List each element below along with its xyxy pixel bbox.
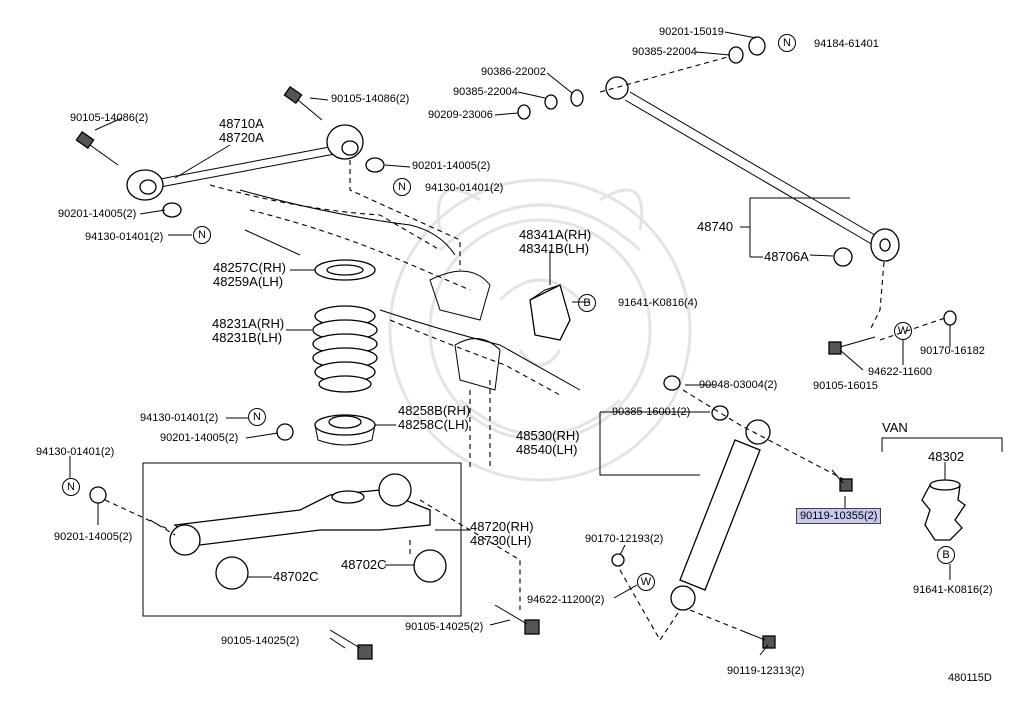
label-90105-14086-a: 90105-14086(2) bbox=[70, 112, 149, 124]
bump-stopper-bracket bbox=[529, 284, 571, 341]
w-symbol-icon: W bbox=[894, 322, 912, 340]
label-48258c: 48258C(LH) bbox=[398, 417, 469, 432]
label-90948-03004: 90948-03004(2) bbox=[699, 379, 778, 391]
label-48231a: 48231A(RH) bbox=[212, 316, 285, 331]
label-48702c-a: 48702C bbox=[273, 569, 319, 584]
label-48259a: 48259A(LH) bbox=[213, 274, 284, 289]
label-94184-61401: 94184-61401 bbox=[814, 38, 879, 50]
n-symbol-icon: N bbox=[778, 34, 796, 52]
n-symbol-icon: N bbox=[393, 178, 411, 196]
label-90201-15019: 90201-15019 bbox=[659, 26, 724, 38]
label-48702c-b: 48702C bbox=[341, 557, 387, 572]
label-48231b: 48231B(LH) bbox=[212, 330, 283, 345]
label-90201-14005-c: 90201-14005(2) bbox=[160, 432, 239, 444]
label-48530: 48530(RH) bbox=[516, 428, 580, 443]
label-90386-22002: 90386-22002 bbox=[481, 66, 546, 78]
label-94130-01401-d: 94130-01401(2) bbox=[36, 446, 115, 458]
label-94130-01401-c: 94130-01401(2) bbox=[140, 412, 219, 424]
lower-bolts bbox=[329, 604, 540, 660]
label-90170-12193: 90170-12193(2) bbox=[585, 533, 664, 545]
label-90105-14025-a: 90105-14025(2) bbox=[221, 635, 300, 647]
label-94130-01401-b: 94130-01401(2) bbox=[85, 231, 164, 243]
label-48706a: 48706A bbox=[764, 249, 809, 264]
coil-spring-assembly bbox=[276, 259, 378, 446]
label-94130-01401-a: 94130-01401(2) bbox=[425, 182, 504, 194]
leader-lines bbox=[69, 31, 951, 656]
label-90385-22004-mid: 90385-22004 bbox=[453, 86, 518, 98]
label-48257c: 48257C(RH) bbox=[213, 260, 286, 275]
label-90385-22004-top: 90385-22004 bbox=[632, 46, 697, 58]
upper-control-arm bbox=[75, 85, 461, 270]
n-symbol-icon: N bbox=[193, 226, 211, 244]
label-90209-23006: 90209-23006 bbox=[428, 109, 493, 121]
label-48720a: 48720A bbox=[219, 130, 264, 145]
label-90105-14086-b: 90105-14086(2) bbox=[331, 93, 410, 105]
w-symbol-icon: W bbox=[637, 573, 655, 591]
label-48341b: 48341B(LH) bbox=[519, 241, 590, 256]
label-90201-14005-d: 90201-14005(2) bbox=[54, 531, 133, 543]
label-90385-16001: 90385-16001(2) bbox=[612, 406, 691, 418]
shock-absorber bbox=[611, 375, 853, 649]
label-48710a: 48710A bbox=[219, 116, 264, 131]
chassis-outline bbox=[209, 184, 581, 470]
label-48540: 48540(LH) bbox=[516, 442, 578, 457]
label-91641-k0816-4: 91641-K0816(4) bbox=[618, 297, 698, 309]
illustration-ref-number: 480115D bbox=[948, 672, 992, 684]
label-90201-14005-a: 90201-14005(2) bbox=[412, 160, 491, 172]
label-90105-16015: 90105-16015 bbox=[813, 380, 878, 392]
label-48730lh: 48730(LH) bbox=[470, 533, 532, 548]
b-symbol-icon: B bbox=[578, 294, 596, 312]
label-48258b: 48258B(RH) bbox=[398, 403, 471, 418]
label-van: VAN bbox=[882, 420, 908, 435]
label-91641-k0816-2: 91641-K0816(2) bbox=[913, 584, 993, 596]
label-48302: 48302 bbox=[928, 449, 965, 464]
label-48341a: 48341A(RH) bbox=[519, 227, 592, 242]
label-94622-11200: 94622-11200(2) bbox=[527, 594, 605, 606]
label-90170-16182: 90170-16182 bbox=[920, 345, 985, 357]
lower-arm-box bbox=[89, 462, 521, 617]
n-symbol-icon: N bbox=[248, 408, 266, 426]
label-90119-12313: 90119-12313(2) bbox=[727, 665, 805, 677]
b-symbol-icon: B bbox=[937, 546, 955, 564]
label-90105-14025-b: 90105-14025(2) bbox=[405, 621, 484, 633]
label-94622-11600: 94622-11600 bbox=[868, 366, 933, 378]
label-48740: 48740 bbox=[697, 219, 734, 234]
label-90201-14005-b: 90201-14005(2) bbox=[58, 208, 137, 220]
watermark-emblem bbox=[388, 178, 692, 482]
lateral-control-rod bbox=[517, 36, 957, 355]
n-symbol-icon: N bbox=[62, 478, 80, 496]
label-48720rh: 48720(RH) bbox=[470, 519, 534, 534]
label-90119-10355-highlighted[interactable]: 90119-10355(2) bbox=[796, 508, 882, 524]
